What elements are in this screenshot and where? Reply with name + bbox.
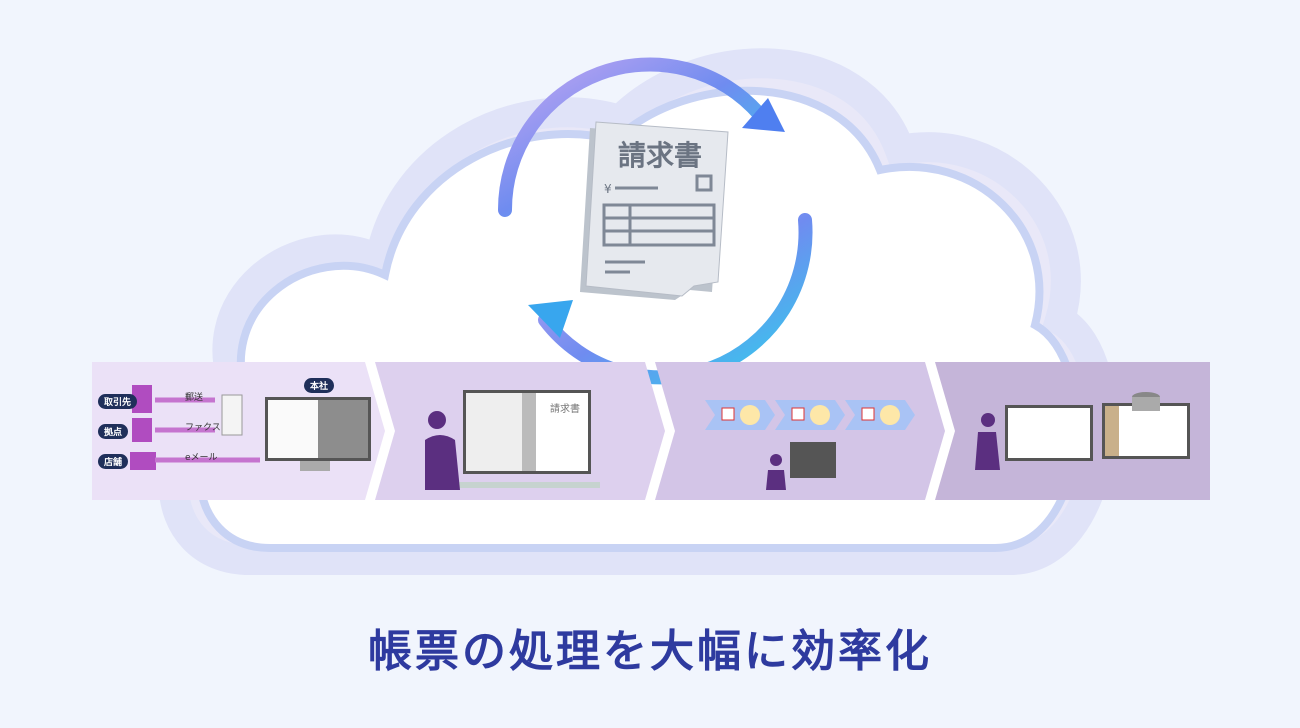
method-fax: ファクス xyxy=(185,423,221,433)
method-email: eメール xyxy=(185,453,218,463)
source-label-partner: 取引先 xyxy=(98,394,138,409)
source-label-branch: 拠点 xyxy=(98,424,129,439)
destination-label: 本社 xyxy=(304,378,335,393)
screen-invoice-title: 請求書 xyxy=(550,404,580,415)
office-icon xyxy=(132,418,152,442)
headline: 帳票の処理を大幅に効率化 xyxy=(368,626,932,677)
method-mail: 郵送 xyxy=(185,393,204,403)
person-icon xyxy=(428,411,446,429)
approval-steps xyxy=(705,400,915,490)
source-label-store: 店舗 xyxy=(98,454,129,469)
building-icon xyxy=(132,385,152,413)
store-icon xyxy=(130,452,156,470)
invoice-document-icon xyxy=(580,121,729,300)
invoice-title: 請求書 xyxy=(618,139,702,172)
scanner-icon xyxy=(221,394,243,436)
currency-symbol: ¥ xyxy=(604,182,612,196)
panel-approval xyxy=(655,362,945,500)
